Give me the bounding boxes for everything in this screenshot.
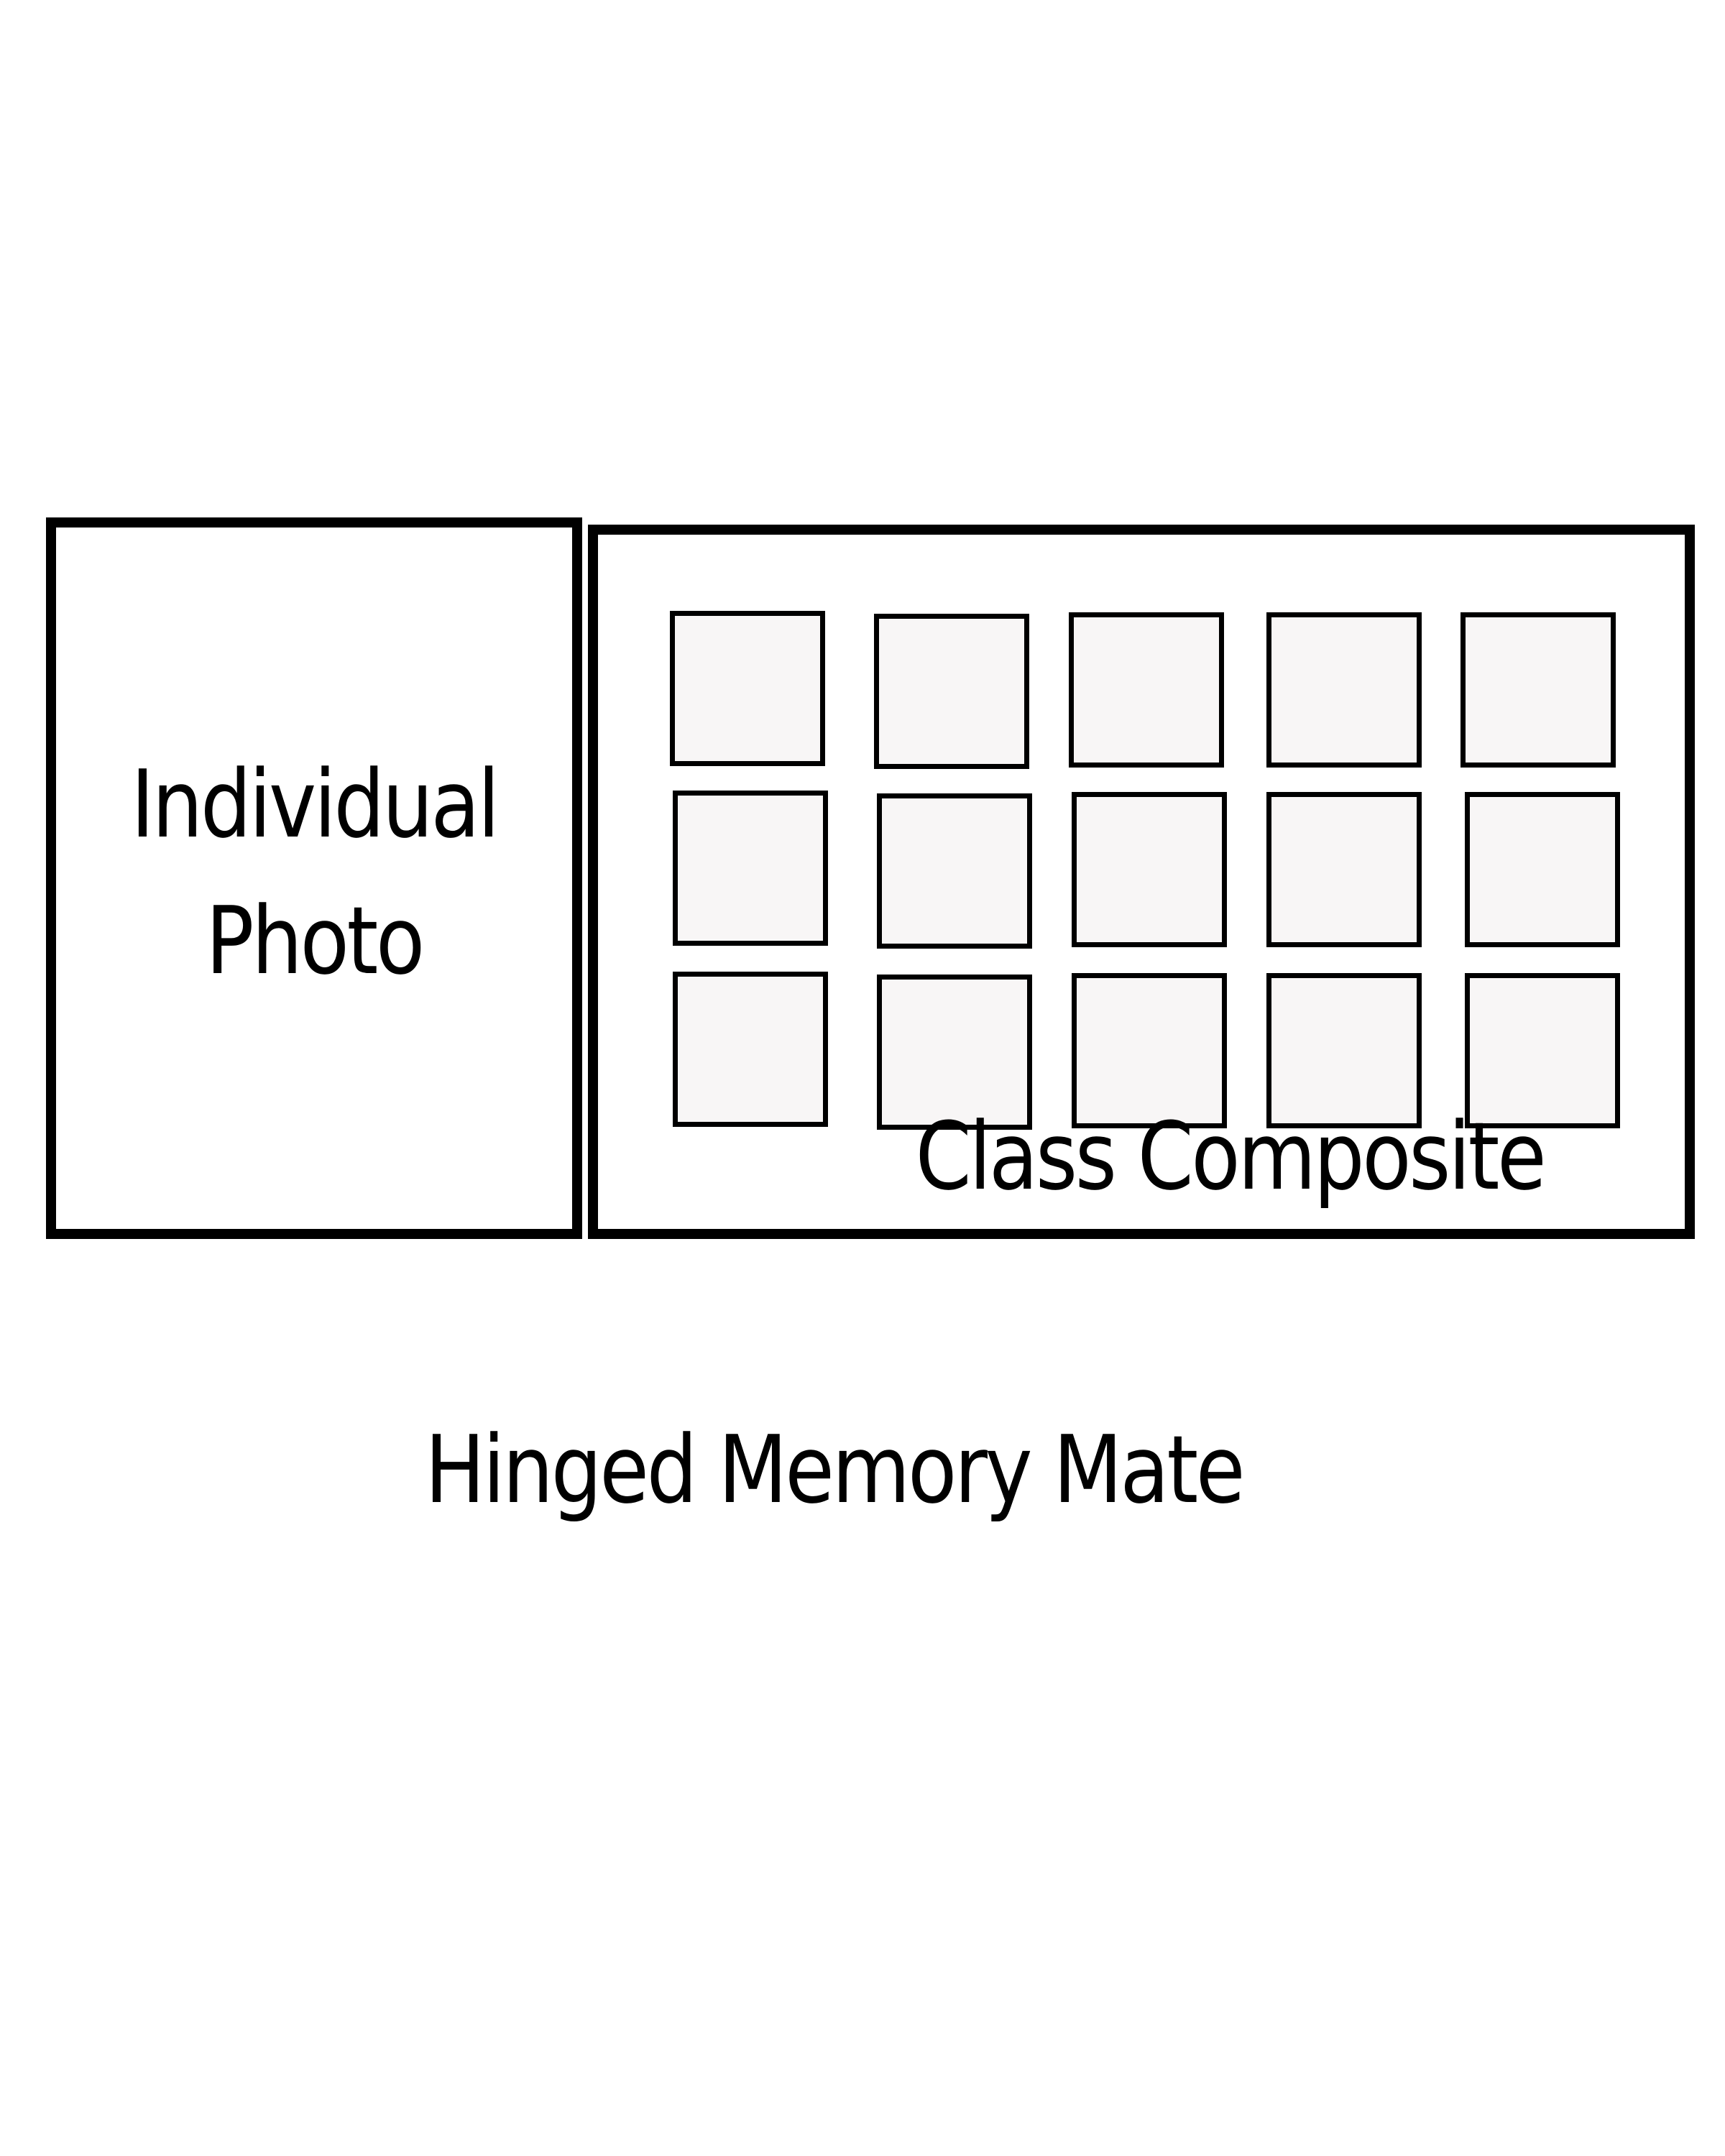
composite-photo-placeholder bbox=[1266, 792, 1422, 947]
composite-photo-placeholder bbox=[1266, 973, 1422, 1128]
composite-photo-placeholder bbox=[673, 972, 828, 1127]
composite-photo-placeholder bbox=[1072, 973, 1227, 1128]
composite-photo-placeholder bbox=[1069, 612, 1224, 768]
composite-photo-placeholder bbox=[877, 793, 1032, 949]
product-caption: Hinged Memory Mate bbox=[425, 1415, 1246, 1524]
composite-photo-placeholder bbox=[670, 611, 825, 766]
composite-photo-placeholder bbox=[1072, 792, 1227, 947]
composite-photo-placeholder bbox=[1460, 612, 1616, 768]
composite-photo-placeholder bbox=[874, 614, 1029, 769]
individual-photo-label: Individual Photo bbox=[92, 736, 535, 1009]
class-composite-label: Class Composite bbox=[915, 1102, 1547, 1211]
composite-photo-placeholder bbox=[673, 791, 828, 946]
composite-photo-placeholder bbox=[1465, 792, 1620, 947]
class-composite-panel: Class Composite bbox=[588, 525, 1695, 1239]
composite-photo-placeholder bbox=[1465, 973, 1620, 1128]
composite-photo-placeholder bbox=[877, 975, 1032, 1130]
individual-photo-label-line2: Photo bbox=[206, 886, 425, 995]
individual-photo-label-line1: Individual bbox=[130, 750, 500, 859]
individual-photo-panel: Individual Photo bbox=[46, 517, 582, 1239]
composite-photo-placeholder bbox=[1266, 612, 1422, 768]
